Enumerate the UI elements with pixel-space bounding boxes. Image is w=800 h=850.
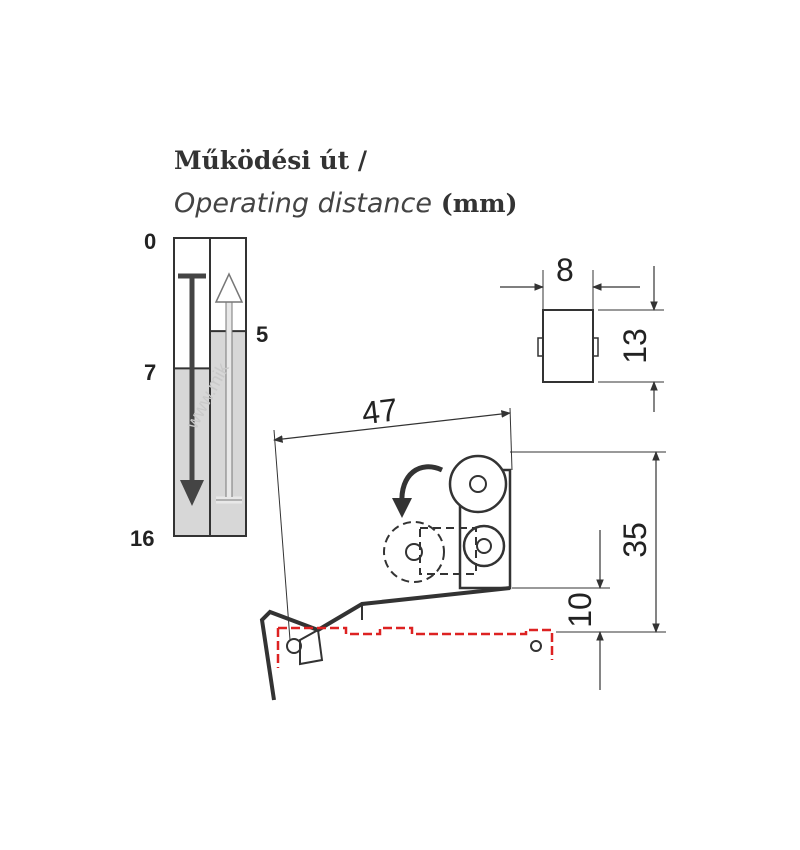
title-unit: (mm)	[440, 189, 518, 218]
gauge-label-operate: 7	[144, 360, 156, 385]
title-english: Operating distance	[174, 188, 432, 219]
gauge-label-top: 0	[144, 229, 156, 254]
dim-lever-length: 47	[360, 391, 399, 431]
operate-down-arrow	[178, 273, 206, 506]
release-up-arrow	[214, 272, 244, 504]
gauge-label-release: 5	[256, 322, 268, 347]
gauge-label-bottom: 16	[130, 526, 154, 551]
dim-roller-width: 8	[556, 252, 574, 288]
diagram-title: Működési út / Operating distance (mm)	[174, 140, 734, 225]
switch-drawing: 47 35 10	[259, 391, 666, 701]
title-english-line: Operating distance (mm)	[174, 182, 734, 225]
dim-body-offset: 10	[562, 592, 598, 628]
roller-detail: 8 13	[500, 252, 664, 412]
dim-roller-height: 13	[617, 328, 653, 364]
travel-gauge: 0 7 16 5 www.mik	[130, 229, 268, 551]
title-hungarian: Működési út /	[174, 146, 368, 175]
dim-total-height: 35	[617, 522, 653, 558]
